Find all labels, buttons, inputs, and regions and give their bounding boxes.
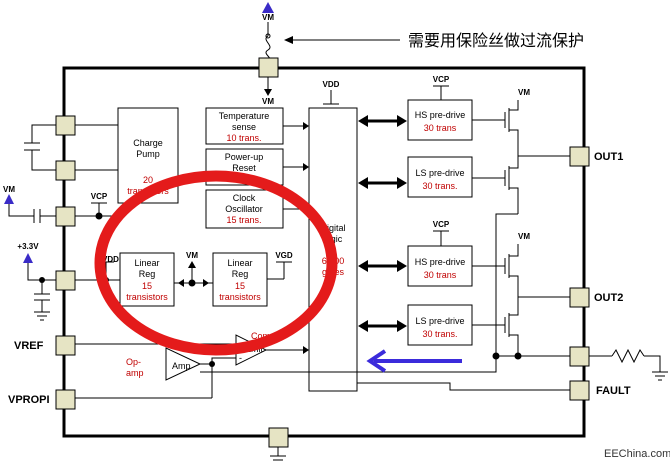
half-bridge-2: VM [472,232,570,356]
linear-reg-1-block: Linear Reg 15 transistors [119,252,175,307]
op-amp-label-1: Op- [126,357,141,367]
charge-pump-title-2: Pump [136,149,160,159]
comparator-label: Comp [251,331,275,341]
v33-label: +3.3V [17,242,39,251]
out2-label: OUT2 [594,292,623,304]
ls-predrive-1-block: LS pre-drive 30 trans. [407,156,473,198]
highlight-circle [94,170,338,356]
clock-osc-title-1: Clock [233,193,256,203]
hs-predrive-2-count: 30 trans [424,270,457,280]
power-up-title-1: Power-up [225,152,264,162]
v33-arrow-icon [23,253,33,263]
hs-predrive-1-title: HS pre-drive [415,110,466,120]
vdd-logic-label: VDD [323,80,340,89]
vcp-hs1-label: VCP [433,75,450,84]
ls-predrive-2-block: LS pre-drive 30 trans. [407,304,473,346]
logic-predrive-arrows [366,119,398,328]
linear-reg-1-title-2: Reg [139,269,156,279]
digital-logic-block: VDD Digital logic 6,000 gates [308,80,358,392]
v33-pin [55,270,76,291]
power-up-title-2: Reset [232,163,256,173]
ls-predrive-2-count: 30 trans. [422,329,457,339]
clock-osc-title-2: Oscillator [225,204,263,214]
ls-predrive-2-title: LS pre-drive [415,316,464,326]
ls-predrive-1-count: 30 trans. [422,181,457,191]
op-amp-amp: Amp [172,361,191,371]
linear-reg-1-count-2: transistors [126,292,168,302]
gnd-pin [268,427,289,448]
vm-inner-label: VM [262,97,274,106]
vm-top-pin [258,57,279,78]
charge-pump-count-1: 20 [143,175,153,185]
out1-pin [569,146,590,167]
linear-reg-1-title-1: Linear [134,258,159,268]
ls-predrive-1-title: LS pre-drive [415,168,464,178]
vcp-pin [55,206,76,227]
temp-sense-title-2: sense [232,122,256,132]
fault-pin [569,380,590,401]
out1-label: OUT1 [594,151,623,163]
watermark: EEChina.com [604,448,670,460]
linear-reg-1-count-1: 15 [142,281,152,291]
vm-supply-arrow-icon [262,2,274,13]
vcp-hs2-label: VCP [433,220,450,229]
charge-pump-capacitor [24,115,118,181]
sense-resistor [589,348,668,381]
v33-supply: +3.3V VDD [17,242,120,321]
charge-pump-title-1: Charge [133,138,163,148]
fault-label: FAULT [596,385,631,397]
vm-reg-label: VM [186,251,198,260]
cp-pin-2 [55,160,76,181]
resistor-icon [611,348,645,364]
linear-reg-2-title-2: Reg [232,269,249,279]
linear-reg-2-block: Linear Reg 15 transistors [212,252,268,307]
svg-text:-: - [239,353,242,363]
temp-sense-count: 10 trans. [226,133,261,143]
clock-osc-count: 15 trans. [226,215,261,225]
clock-oscillator-block: Clock Oscillator 15 trans. [205,189,284,229]
temperature-sense-block: Temperature sense 10 trans. [205,107,284,145]
chip-outline [62,66,586,438]
linear-reg-2-count-2: transistors [219,292,261,302]
digital-logic-title-1: Digital [320,223,345,233]
hs-predrive-2-block: VCP HS pre-drive 30 trans [407,220,473,287]
cp-pin-1 [55,115,76,136]
vm-left-label: VM [3,185,15,194]
sense-pin [569,346,590,367]
hs-predrive-2-title: HS pre-drive [415,257,466,267]
vdd-left-label: VDD [102,255,119,264]
hs-predrive-1-count: 30 trans [424,123,457,133]
vcp-capacitor: VM VCP [3,185,118,227]
vcp-left-label: VCP [91,192,108,201]
vm-hb1-label: VM [518,88,530,97]
top-vm-supply: VM VM [258,2,279,106]
out2-pin [569,287,590,308]
temp-sense-title-1: Temperature [219,111,270,121]
hs-predrive-1-block: VCP HS pre-drive 30 trans [407,75,473,141]
half-bridge-1: VM [472,88,570,356]
highlight-arrow-icon [366,349,387,373]
op-amp-label-2: amp [126,368,144,378]
vgd-label: VGD [275,251,293,260]
annotation-text: 需要用保险丝做过流保护 [408,31,584,50]
vpropi-label: VPROPI [8,394,50,406]
vref-label: VREF [14,340,44,352]
vm-top-label: VM [262,13,274,22]
linear-reg-2-count-1: 15 [235,281,245,291]
vref-pin [55,335,76,356]
linear-reg-2-title-1: Linear [227,258,252,268]
vm-left-arrow-icon [4,194,14,204]
vpropi-pin [55,389,76,410]
op-amp: Amp Op- amp [75,347,236,399]
annotation-arrow-icon [284,36,293,44]
vm-hb2-label: VM [518,232,530,241]
